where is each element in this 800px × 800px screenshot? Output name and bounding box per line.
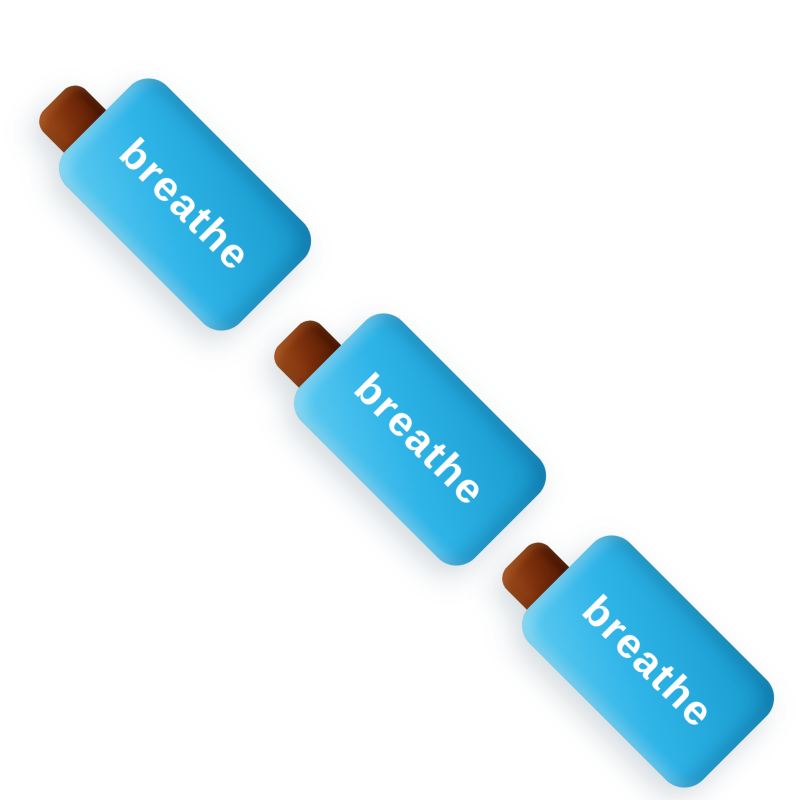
brand-label: breathe — [345, 363, 496, 515]
brand-label: breathe — [573, 585, 724, 737]
vape-device-3: breathe — [495, 524, 785, 799]
vape-device-1: breathe — [32, 67, 322, 342]
brand-label: breathe — [110, 128, 261, 280]
vape-device-2: breathe — [267, 302, 557, 577]
